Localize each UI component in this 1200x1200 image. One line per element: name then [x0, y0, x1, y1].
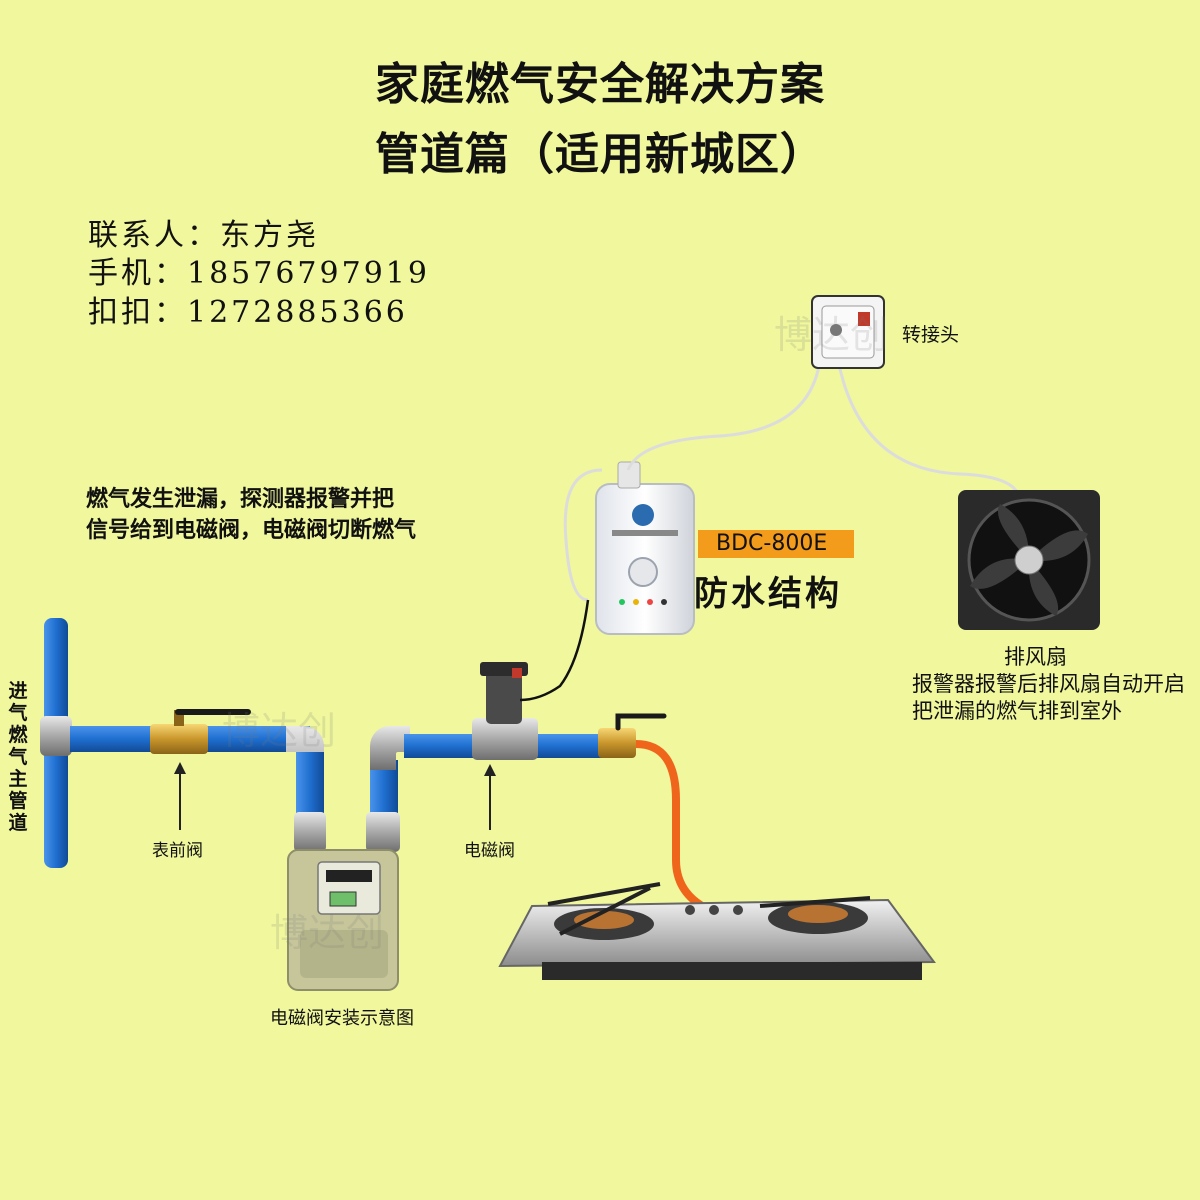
solenoid-arrow — [484, 764, 496, 830]
meter-front-valve — [150, 709, 251, 754]
meter-valve-arrow — [174, 762, 186, 830]
detector-signal-cable — [519, 599, 590, 702]
fan-line-2: 把泄漏的燃气排到室外 — [912, 699, 1122, 723]
exhaust-fan — [958, 490, 1100, 630]
contact-person: 联系人：东方尧 — [88, 218, 319, 253]
contact-qq: 扣扣：1272885366 — [88, 295, 408, 330]
watermark: 博达创 — [222, 709, 337, 753]
fan-caption: 排风扇 报警器报警后排风扇自动开启 把泄漏的燃气排到室外 — [900, 644, 1200, 725]
main-pipe-label: 进气燃气主管道 — [8, 680, 28, 834]
fan-power-cable — [836, 359, 1020, 495]
adapter-label: 转接头 — [902, 324, 960, 346]
description-line-1: 燃气发生泄漏，探测器报警并把 — [86, 487, 395, 512]
main-gas-pipe — [40, 618, 72, 868]
fan-line-1: 报警器报警后排风扇自动开启 — [912, 672, 1185, 696]
solenoid-label: 电磁阀 — [464, 841, 515, 861]
gas-detector — [595, 461, 695, 635]
gas-meter — [287, 849, 399, 991]
page-subtitle: 管道篇（适用新城区） — [375, 129, 825, 180]
gas-hose — [635, 740, 705, 910]
watermark: 博达创 — [270, 911, 385, 955]
gas-stove — [498, 882, 936, 980]
fan-title: 排风扇 — [1004, 645, 1067, 669]
stove-valve — [598, 713, 667, 758]
watermark: 博达创 — [774, 313, 889, 357]
description-line-2: 信号给到电磁阀，电磁阀切断燃气 — [86, 518, 417, 543]
meter-valve-label: 表前阀 — [152, 841, 203, 861]
install-caption: 电磁阀安装示意图 — [270, 1008, 414, 1029]
detector-feature: 防水结构 — [694, 574, 842, 614]
contact-phone: 手机：18576797919 — [88, 256, 430, 291]
detector-model-badge: BDC-800E — [698, 530, 854, 558]
page-title: 家庭燃气安全解决方案 — [375, 59, 825, 110]
detector-signal-cable-top — [563, 468, 603, 602]
socket-adapter — [811, 295, 885, 369]
solenoid-valve — [472, 662, 538, 760]
detector-power-cable — [626, 359, 822, 471]
